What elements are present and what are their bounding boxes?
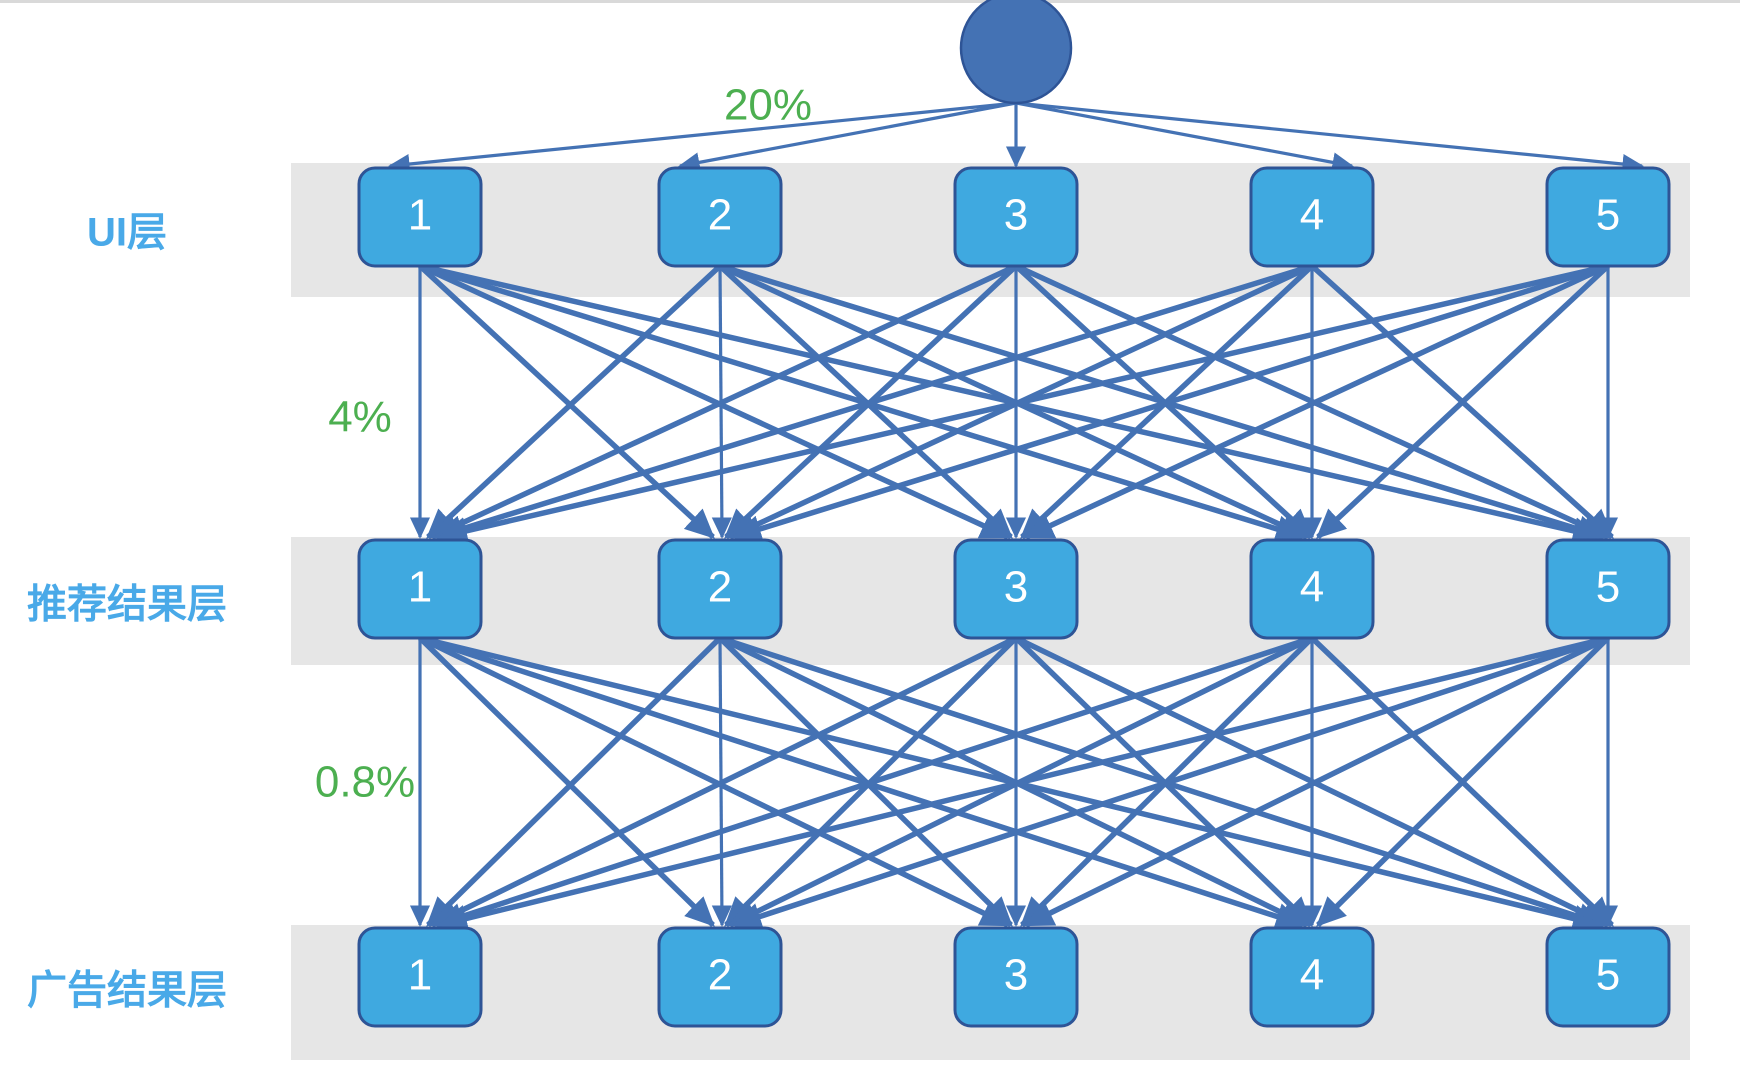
- layer-recommend-nodes: 1 2 3 4 5: [357, 538, 1671, 640]
- node-ad-4[interactable]: 4: [1249, 926, 1375, 1028]
- node-recommend-2-label: 2: [708, 563, 732, 612]
- node-ad-2[interactable]: 2: [657, 926, 783, 1028]
- node-ui-3[interactable]: 3: [953, 166, 1079, 268]
- node-recommend-4[interactable]: 4: [1249, 538, 1375, 640]
- percent-recommend-to-ad: 0.8%: [315, 758, 415, 807]
- node-ui-1[interactable]: 1: [357, 166, 483, 268]
- node-ui-2-label: 2: [708, 191, 732, 240]
- node-ui-3-label: 3: [1004, 191, 1028, 240]
- node-recommend-5[interactable]: 5: [1545, 538, 1671, 640]
- edges-recommend-to-ad: [409, 635, 1619, 933]
- node-ad-5[interactable]: 5: [1545, 926, 1671, 1028]
- edges-ui-to-recommend: [409, 263, 1619, 545]
- node-recommend-4-label: 4: [1300, 563, 1324, 612]
- layer-title-recommend: 推荐结果层: [27, 583, 227, 627]
- node-ad-5-label: 5: [1596, 951, 1620, 1000]
- node-ad-3[interactable]: 3: [953, 926, 1079, 1028]
- node-recommend-1[interactable]: 1: [357, 538, 483, 640]
- node-recommend-1-label: 1: [408, 563, 432, 612]
- percent-ui-to-recommend: 4%: [328, 393, 392, 442]
- node-ui-5-label: 5: [1596, 191, 1620, 240]
- page-top-rule: [0, 0, 1740, 3]
- node-ad-1-label: 1: [408, 951, 432, 1000]
- node-recommend-2[interactable]: 2: [657, 538, 783, 640]
- root-node[interactable]: [959, 0, 1073, 105]
- layer-ui-nodes: 1 2 3 4 5: [357, 166, 1671, 268]
- node-ad-1[interactable]: 1: [357, 926, 483, 1028]
- node-ad-4-label: 4: [1300, 951, 1324, 1000]
- node-ui-2[interactable]: 2: [657, 166, 783, 268]
- layer-ad-nodes: 1 2 3 4 5: [357, 926, 1671, 1028]
- node-ui-4-label: 4: [1300, 191, 1324, 240]
- layer-title-ui: UI层: [87, 211, 167, 255]
- node-recommend-3-label: 3: [1004, 563, 1028, 612]
- percent-root-to-ui: 20%: [724, 81, 812, 130]
- node-ui-4[interactable]: 4: [1249, 166, 1375, 268]
- node-ad-3-label: 3: [1004, 951, 1028, 1000]
- node-recommend-5-label: 5: [1596, 563, 1620, 612]
- layer-title-ad: 广告结果层: [27, 969, 227, 1013]
- node-recommend-3[interactable]: 3: [953, 538, 1079, 640]
- node-ui-1-label: 1: [408, 191, 432, 240]
- edges-root-to-ui: [388, 101, 1644, 175]
- node-ui-5[interactable]: 5: [1545, 166, 1671, 268]
- node-ad-2-label: 2: [708, 951, 732, 1000]
